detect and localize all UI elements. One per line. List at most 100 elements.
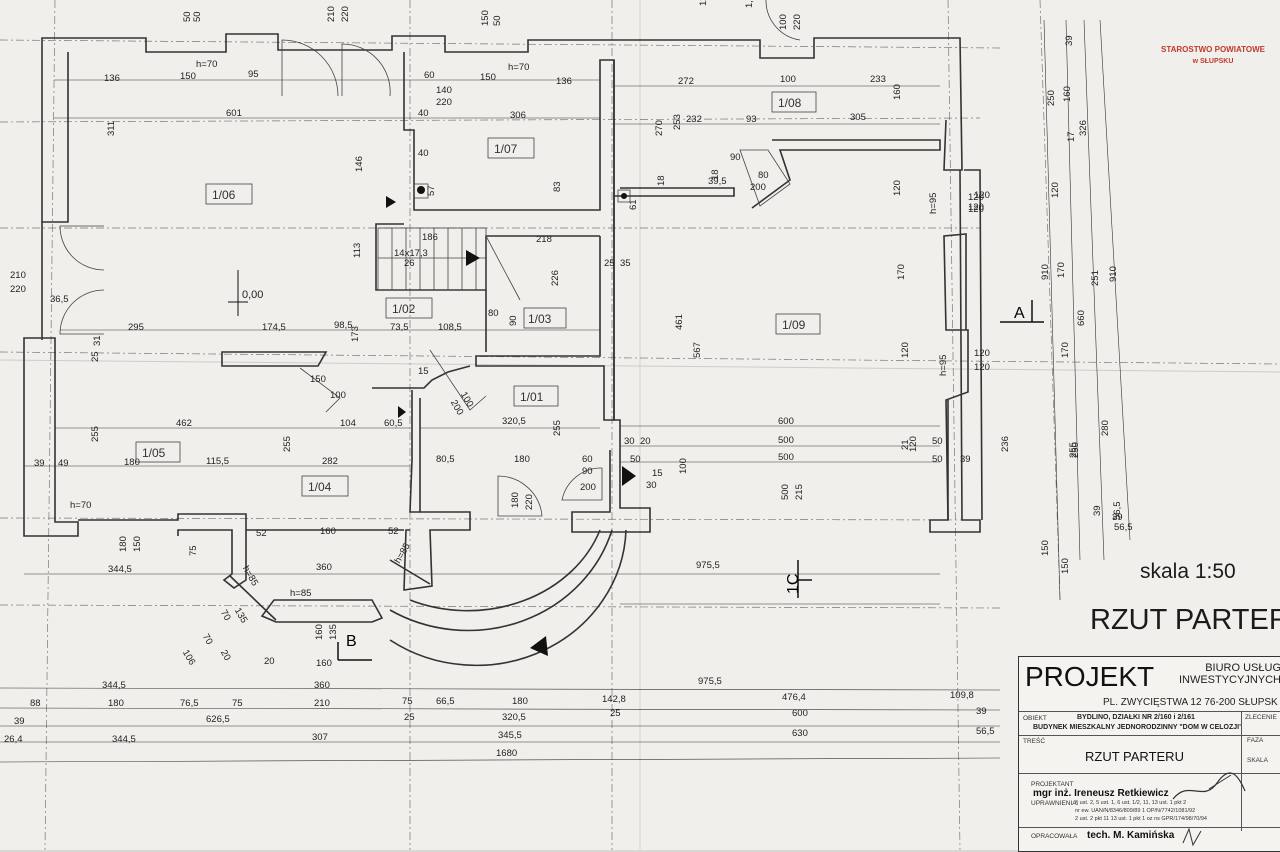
interior-dimensions: 601 311 140 220 40 306 232 93 305 270 25…: [34, 84, 1133, 669]
uprawnienia-line: nr ew. UAN/N/8346/809/89 1 OP/N/7742/108…: [1075, 808, 1196, 814]
dim-text: 142,8: [602, 694, 626, 705]
dim-text: 136: [104, 73, 120, 84]
bottom-dimension-rows: 344,5 360 975,5 88 180 76,5 75 210 75 66…: [4, 676, 995, 759]
dim-text: 236: [1000, 436, 1011, 452]
dim-text: 15: [652, 468, 663, 479]
dim-text: 80: [758, 170, 769, 181]
title-block-firm: BIURO USŁUG INWESTYCYJNYCH: [1171, 662, 1280, 686]
dim-text: 17: [1066, 131, 1077, 142]
dim-text: 1680: [496, 748, 517, 759]
dim-text: 180: [124, 457, 140, 468]
dim-text: 83: [552, 181, 563, 192]
dim-text: 100: [678, 458, 689, 474]
dim-text: 320,5: [502, 712, 526, 723]
bay-window-arc: [389, 529, 627, 667]
dim-text: 500: [778, 452, 794, 463]
room-label: 1/09: [782, 318, 806, 332]
dim-text: 150: [480, 72, 496, 83]
dim-text: 320,5: [502, 416, 526, 427]
stamp-line: w SŁUPSKU: [1192, 58, 1234, 65]
dim-text: 50: [492, 15, 503, 26]
dim-text: 306: [510, 110, 526, 121]
dim-text: 50: [932, 454, 943, 465]
dim-text: 186: [422, 232, 438, 243]
dim-text: 170: [1056, 262, 1067, 278]
dim-text: 326: [1078, 120, 1089, 136]
dim-text: 150: [480, 10, 491, 26]
dim-text: 30: [646, 480, 657, 491]
dim-text: 170: [896, 264, 907, 280]
dim-text: h=85: [290, 588, 311, 599]
dim-text: 311: [106, 121, 117, 136]
dim-text: 25: [404, 712, 415, 723]
dim-text: 36,5: [50, 294, 69, 305]
dim-text: 180: [510, 492, 521, 508]
dim-text: 100: [778, 14, 789, 30]
projektant-label: PROJEKTANT: [1031, 781, 1074, 788]
dim-text: 73,5: [390, 322, 409, 333]
chimney-and-symbols: [386, 183, 636, 486]
dim-text: 120: [968, 204, 984, 215]
dim-text: 255: [1068, 442, 1079, 458]
room-label: 1/07: [494, 142, 518, 156]
dim-text: 25: [604, 258, 615, 269]
dim-text: 14x17,3: [394, 248, 428, 259]
dim-text: 150: [180, 71, 196, 82]
dim-text: 39: [1112, 512, 1123, 523]
section-mark-b: B: [346, 633, 357, 650]
tresc-label: TREŚĆ: [1023, 738, 1046, 745]
dim-text: 120: [698, 0, 709, 6]
dim-text: 250: [1070, 442, 1081, 458]
dim-text: 39: [14, 716, 25, 727]
title-block-project: PROJEKT: [1025, 661, 1155, 692]
dim-text: 630: [792, 728, 808, 739]
dim-text: 910: [1040, 264, 1051, 280]
dim-text: 500: [778, 435, 794, 446]
dim-text: 150: [1060, 558, 1071, 574]
opracowala-name: tech. M. Kamińska: [1087, 830, 1175, 841]
room-label: 1/06: [212, 188, 236, 202]
dim-text: 200: [750, 182, 766, 193]
dim-text: 75: [232, 698, 243, 709]
dim-text: 90: [730, 152, 741, 163]
opracowala-label: OPRACOWAŁA: [1031, 833, 1078, 840]
dim-text: 39: [34, 458, 45, 469]
level-mark: 0,00: [242, 289, 263, 301]
dim-text: 360: [314, 680, 330, 691]
dim-text: 60: [582, 454, 593, 465]
tresc-value: RZUT PARTERU: [1085, 749, 1184, 764]
dim-text: 250: [1046, 90, 1057, 106]
title-block-divider: [1019, 711, 1280, 712]
dim-text: 270: [654, 120, 665, 136]
dim-text: h=70: [196, 59, 217, 70]
dim-text: 232: [686, 114, 702, 125]
dim-text: 120: [908, 436, 919, 452]
dim-text: 218: [536, 234, 552, 245]
dim-text: 660: [1076, 310, 1087, 326]
dim-text: 15: [418, 366, 429, 377]
dim-text: 305: [850, 112, 866, 123]
dim-text: 115,5: [206, 456, 229, 467]
dim-text: 20: [640, 436, 651, 447]
dim-text: 39: [1092, 505, 1103, 516]
dim-text: 180: [514, 454, 530, 465]
dim-text: 39,5: [708, 176, 727, 187]
dim-text: 113: [352, 243, 363, 258]
title-block-divider: [1241, 711, 1242, 831]
dim-text: 136: [556, 76, 572, 87]
dim-text: 180: [512, 696, 528, 707]
dim-text: 57: [426, 185, 437, 196]
top-edge-dimensions: 50 50 210 220 150 50 120 1,5 100 220: [182, 0, 803, 30]
exterior-walls: [23, 33, 983, 589]
dim-text: 344,5: [102, 680, 126, 691]
dim-text: 150: [310, 374, 326, 385]
dim-text: 180: [108, 698, 124, 709]
room-label: 1/04: [308, 480, 332, 494]
dim-text: 109,8: [950, 690, 974, 701]
dim-text: 39: [976, 706, 987, 717]
section-symbols: [228, 270, 1044, 661]
dim-text: 150: [132, 536, 143, 552]
uprawnienia-label: UPRAWNIENIA:: [1031, 800, 1079, 807]
dim-text: 120: [974, 348, 990, 359]
dim-text: 146: [354, 156, 365, 172]
